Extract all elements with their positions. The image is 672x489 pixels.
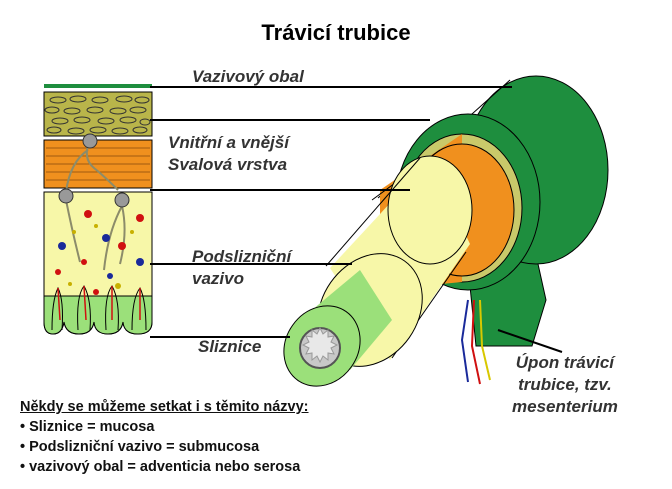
label-muscle-line2: Svalová vrstva (168, 155, 288, 174)
leader-lines (150, 86, 563, 353)
label-submucosa-line2: vazivo (192, 269, 244, 288)
label-muscle: Vnitřní a vnější Svalová vrstva (168, 132, 289, 176)
diagram-title: Trávicí trubice (261, 20, 411, 45)
label-submucosa: Podslizniční vazivo (192, 246, 291, 290)
label-mesentery-line1: Úpon trávicí (515, 353, 615, 372)
label-muscle-line1: Vnitřní a vnější (168, 133, 289, 152)
serosa-layer (44, 84, 152, 88)
leader-mesentery (497, 329, 563, 353)
synonym-item: • Podslizniční vazivo = submucosa (20, 439, 260, 455)
label-mesentery-line2: trubice, tzv. (518, 375, 612, 394)
label-mesentery-line3: mesenterium (512, 397, 618, 416)
label-submucosa-line1: Podslizniční (192, 247, 292, 266)
label-serosa: Vazivový obal (192, 66, 304, 88)
synonym-item: • Sliznice = mucosa (20, 419, 155, 435)
label-mucosa: Sliznice (198, 336, 261, 358)
label-serosa-text: Vazivový obal (192, 67, 304, 86)
ganglion-submucosal-left (58, 188, 74, 204)
tube-3d (283, 75, 609, 387)
synonym-item: • vazivový obal = adventicia nebo serosa (20, 459, 301, 475)
label-mesentery: Úpon trávicí trubice, tzv. mesenterium (512, 352, 618, 418)
wall-cross-section (43, 84, 153, 335)
ganglion-myenteric (82, 133, 98, 149)
synonyms-note: Někdy se můžeme setkat i s těmito názvy:… (20, 397, 309, 477)
synonyms-heading: Někdy se můžeme setkat i s těmito názvy: (20, 399, 309, 415)
mucosa-layer (43, 295, 153, 335)
label-mucosa-text: Sliznice (198, 337, 262, 356)
submucosa-face (387, 155, 473, 265)
ganglion-submucosal-right (114, 192, 130, 208)
